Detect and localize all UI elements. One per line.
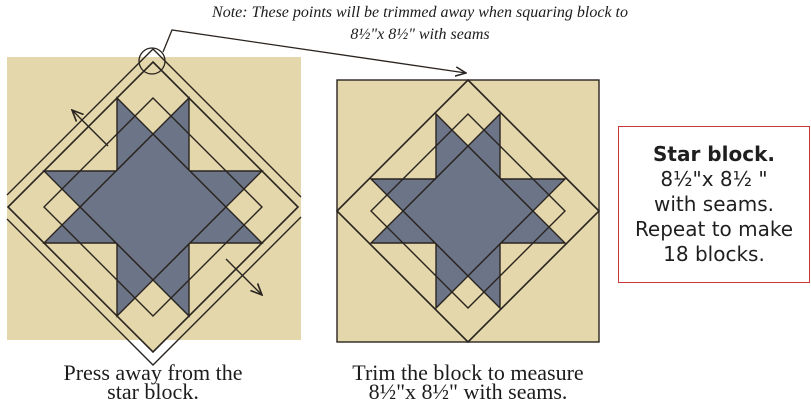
- left-inner-diamond-outline: [43, 97, 263, 317]
- info-box-title: Star block.: [653, 142, 775, 166]
- left-caption: Press away from the star block.: [8, 360, 298, 404]
- press-arrow-bottom-right: [225, 258, 262, 295]
- right-caption: Trim the block to measure 8½"x 8½" with …: [318, 360, 618, 404]
- left-caption-line-2: star block.: [107, 379, 199, 404]
- right-caption-line-2: 8½"x 8½" with seams.: [368, 379, 568, 404]
- right-inner-diamond-outline: [370, 113, 566, 309]
- info-box-repeat: Repeat to make: [634, 217, 794, 241]
- left-star-block: [6, 47, 302, 366]
- trim-point-circle: [138, 47, 166, 75]
- trim-note-line-2: 8½"x 8½" with seams: [350, 26, 490, 43]
- note-leader-line: [162, 29, 466, 73]
- left-corner-lines: [6, 48, 302, 198]
- info-box-seams: with seams.: [653, 192, 775, 216]
- left-caption-line-1: Press away from the: [63, 360, 243, 385]
- trim-note-line-1: Note: These points will be trimmed away …: [212, 4, 628, 21]
- press-arrow-top-left: [72, 110, 109, 147]
- right-star-block: [335, 78, 601, 344]
- right-caption-line-1: Trim the block to measure: [352, 360, 584, 385]
- star-block-info-box: Star block. 8½"x 8½ " with seams. Repeat…: [618, 126, 810, 283]
- left-corner-lines-bottom: [6, 216, 302, 366]
- info-box-count: 18 blocks.: [663, 242, 765, 266]
- info-box-size: 8½"x 8½ ": [660, 167, 768, 191]
